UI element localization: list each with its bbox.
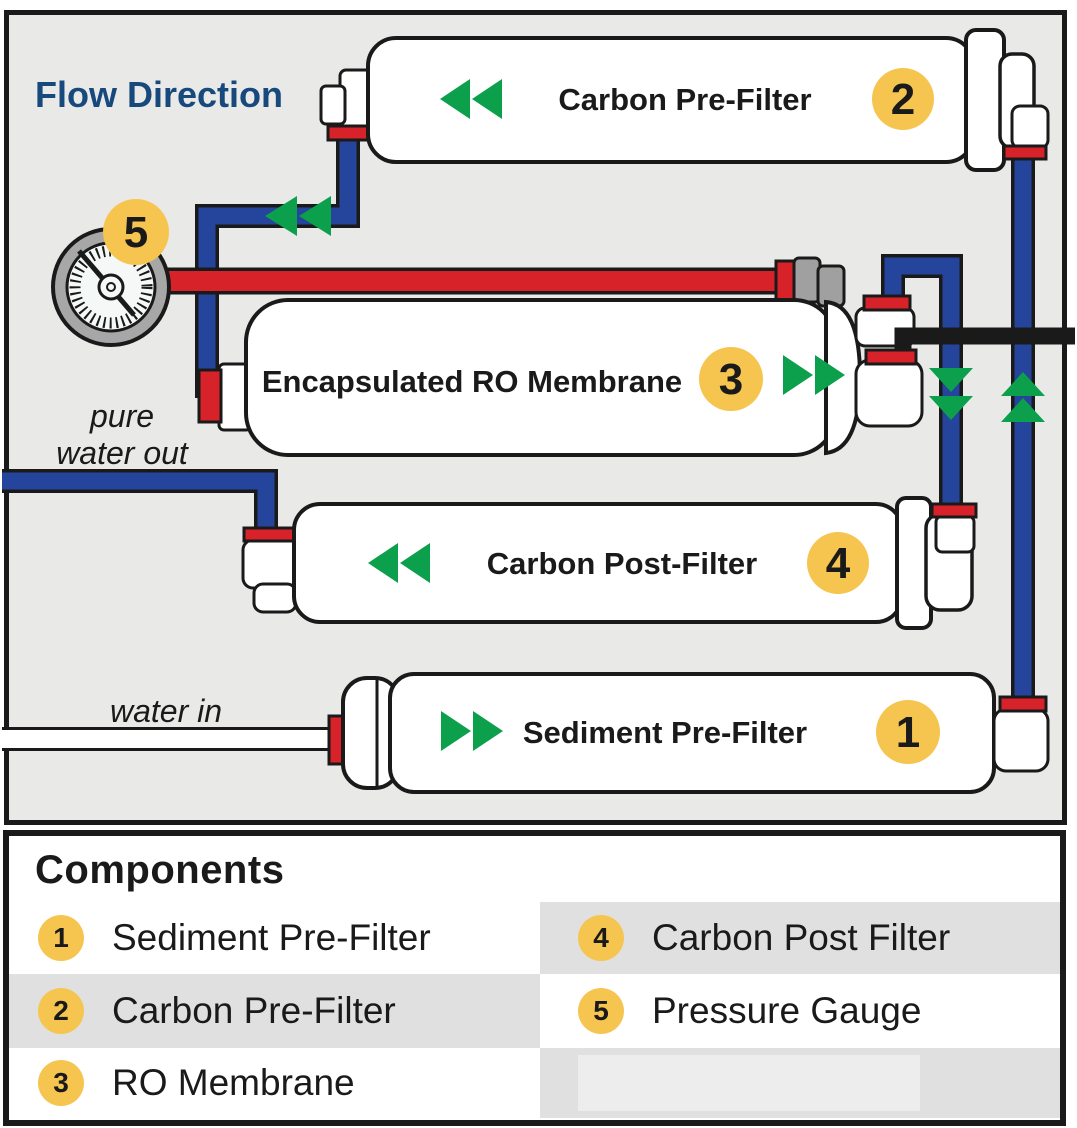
components-heading: Components <box>35 848 285 892</box>
flow-arrows-carbonpre <box>440 79 502 119</box>
sediment-right-fitting <box>992 707 1050 773</box>
carbonpost-left-red-band <box>242 526 300 543</box>
tube-pure-water-out <box>2 469 278 533</box>
carbonpost-label: Carbon Post-Filter <box>487 546 757 581</box>
flow-diagram-canvas: Carbon Pre-Filter 2 Encapsulated RO Memb… <box>2 10 1075 825</box>
badge-2-number: 2 <box>891 75 915 124</box>
badge-5-number: 5 <box>124 208 148 257</box>
water-in-label: water in <box>110 693 222 729</box>
legend-item-empty <box>540 1048 1060 1118</box>
carbonpost-left-fitting-step <box>252 582 298 614</box>
sediment-label: Sediment Pre-Filter <box>523 715 807 750</box>
flow-arrows-sediment <box>441 711 503 751</box>
badge-4 <box>807 532 869 594</box>
tube-pressure-gauge <box>140 256 846 308</box>
pure-water-out-label-line1: pure <box>89 398 154 434</box>
gauge-fitting-gray-1 <box>792 256 822 304</box>
badge-3 <box>699 347 763 411</box>
legend-label-1: Sediment Pre-Filter <box>112 917 431 958</box>
flow-direction-title: Flow Direction <box>35 74 283 115</box>
legend-badge-5: 5 <box>578 988 624 1034</box>
components-panel: Components 1 Sediment Pre-Filter 2 Carbo… <box>3 830 1066 1126</box>
legend-item-4: 4 Carbon Post Filter <box>540 902 1060 974</box>
legend-badge-4: 4 <box>578 915 624 961</box>
ro-top-red-band <box>862 294 912 312</box>
ro-label: Encapsulated RO Membrane <box>262 364 682 399</box>
legend-label-3: RO Membrane <box>112 1062 355 1103</box>
legend-badge-1: 1 <box>38 915 84 961</box>
legend-label-4: Carbon Post Filter <box>652 917 951 958</box>
ro-membrane: Encapsulated RO Membrane 3 <box>197 294 1075 457</box>
legend-placeholder-box <box>578 1055 920 1111</box>
carbonpost-left-fitting <box>241 538 301 590</box>
carbonpre-right-red-band <box>1002 144 1048 161</box>
flow-arrows-left-tube <box>265 196 331 236</box>
badge-3-number: 3 <box>719 355 743 404</box>
carbon-post-filter: Carbon Post-Filter 4 <box>241 496 978 630</box>
gauge-fitting-gray-2 <box>816 264 846 308</box>
legend-label-2: Carbon Pre-Filter <box>112 990 396 1031</box>
legend-item-5: 5 Pressure Gauge <box>540 974 1060 1048</box>
sediment-right-red-band <box>998 695 1048 713</box>
badge-5 <box>103 199 169 265</box>
carbon-pre-filter: Carbon Pre-Filter 2 <box>319 28 1050 172</box>
legend-badge-3: 3 <box>38 1060 84 1106</box>
carbonpost-right-fitting <box>934 514 976 554</box>
ro-bottom-red-band <box>864 348 918 366</box>
badge-1-number: 1 <box>896 708 920 757</box>
flow-arrows-up-tube <box>1001 372 1045 422</box>
carbonpre-label: Carbon Pre-Filter <box>558 82 811 117</box>
legend-item-1: 1 Sediment Pre-Filter <box>9 902 540 974</box>
carbonpre-left-red-band <box>326 124 372 142</box>
badge-2 <box>872 68 934 130</box>
sediment-pre-filter: Sediment Pre-Filter 1 <box>327 672 1050 794</box>
carbonpre-left-fitting-stub <box>319 84 347 126</box>
carbonpost-right-red-band <box>930 502 978 519</box>
ro-left-red-band <box>197 368 223 424</box>
legend-label-5: Pressure Gauge <box>652 990 922 1031</box>
flow-arrows-carbonpost <box>368 543 430 583</box>
flow-arrows-down-tube <box>929 368 973 420</box>
legend-item-3: 3 RO Membrane <box>9 1048 540 1118</box>
legend-item-2: 2 Carbon Pre-Filter <box>9 974 540 1048</box>
gauge-hub-dot <box>106 282 116 292</box>
ro-bottom-fitting <box>854 358 924 428</box>
red-tube-band <box>774 259 796 303</box>
legend-badge-2: 2 <box>38 988 84 1034</box>
gauge-hub <box>97 273 125 301</box>
flow-arrows-ro <box>783 355 845 395</box>
pure-water-out-label-line2: water out <box>56 435 189 471</box>
carbonpre-right-fitting <box>1010 104 1050 150</box>
badge-4-number: 4 <box>826 539 851 588</box>
badge-1 <box>876 700 940 764</box>
pressure-gauge: 5 <box>51 199 171 347</box>
